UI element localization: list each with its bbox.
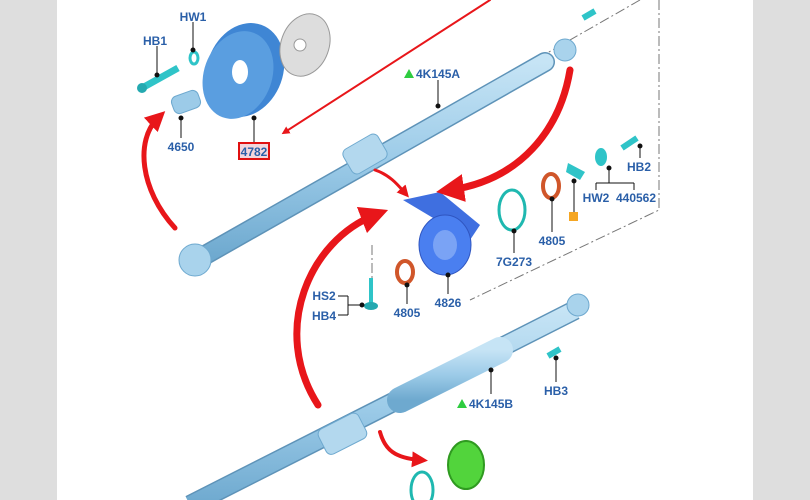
callout-4805-upper[interactable]: 4805 [539, 234, 566, 248]
boot-green[interactable] [447, 440, 485, 490]
callout-4k145b[interactable]: 4K145B [469, 397, 513, 411]
bolt-hb2[interactable] [620, 135, 639, 151]
callout-4782[interactable]: 4782 [241, 145, 268, 159]
red-arrows [141, 0, 574, 468]
callout-440562[interactable]: 440562 [616, 191, 656, 205]
left-margin [0, 0, 57, 500]
flange [279, 13, 331, 77]
driveshaft-rear[interactable] [185, 293, 590, 500]
stud-hs2[interactable] [364, 278, 378, 310]
new-part-marker-4k145a [404, 69, 414, 78]
highlight-box-4782 [238, 142, 270, 160]
leader-lines [154, 22, 643, 394]
note-marker [569, 212, 578, 221]
bolt-hb3[interactable] [546, 346, 562, 359]
sleeve-4650[interactable] [170, 89, 202, 115]
callout-hb2[interactable]: HB2 [627, 160, 651, 174]
ring-7g273[interactable] [497, 188, 527, 232]
callout-hb1[interactable]: HB1 [143, 34, 167, 48]
callout-hb3[interactable]: HB3 [544, 384, 568, 398]
driveshaft-front[interactable] [178, 38, 577, 277]
flex-coupling[interactable] [191, 12, 297, 129]
callout-hb4[interactable]: HB4 [312, 309, 336, 323]
washer-hw2[interactable] [595, 148, 607, 166]
washer-hw1[interactable] [188, 50, 200, 66]
callout-4k145a[interactable]: 4K145A [416, 67, 460, 81]
new-part-marker-4k145b [457, 399, 467, 408]
callout-4805-lower[interactable]: 4805 [394, 306, 421, 320]
callout-hs2[interactable]: HS2 [312, 289, 336, 303]
bolt-top [581, 8, 597, 21]
right-margin [753, 0, 810, 500]
bracket-clip[interactable] [566, 163, 585, 180]
seal-4805-lower[interactable] [395, 259, 415, 285]
callout-4826[interactable]: 4826 [435, 296, 462, 310]
callout-hw2[interactable]: HW2 [583, 191, 610, 205]
bolt-hb1[interactable] [137, 64, 180, 93]
center-bearing-4826[interactable] [403, 192, 480, 276]
ring-lower-cyan[interactable] [409, 470, 435, 500]
callout-7g273[interactable]: 7G273 [496, 255, 532, 269]
callout-4650[interactable]: 4650 [168, 140, 195, 154]
seal-4805-upper[interactable] [541, 172, 561, 200]
callout-hw1[interactable]: HW1 [180, 10, 207, 24]
